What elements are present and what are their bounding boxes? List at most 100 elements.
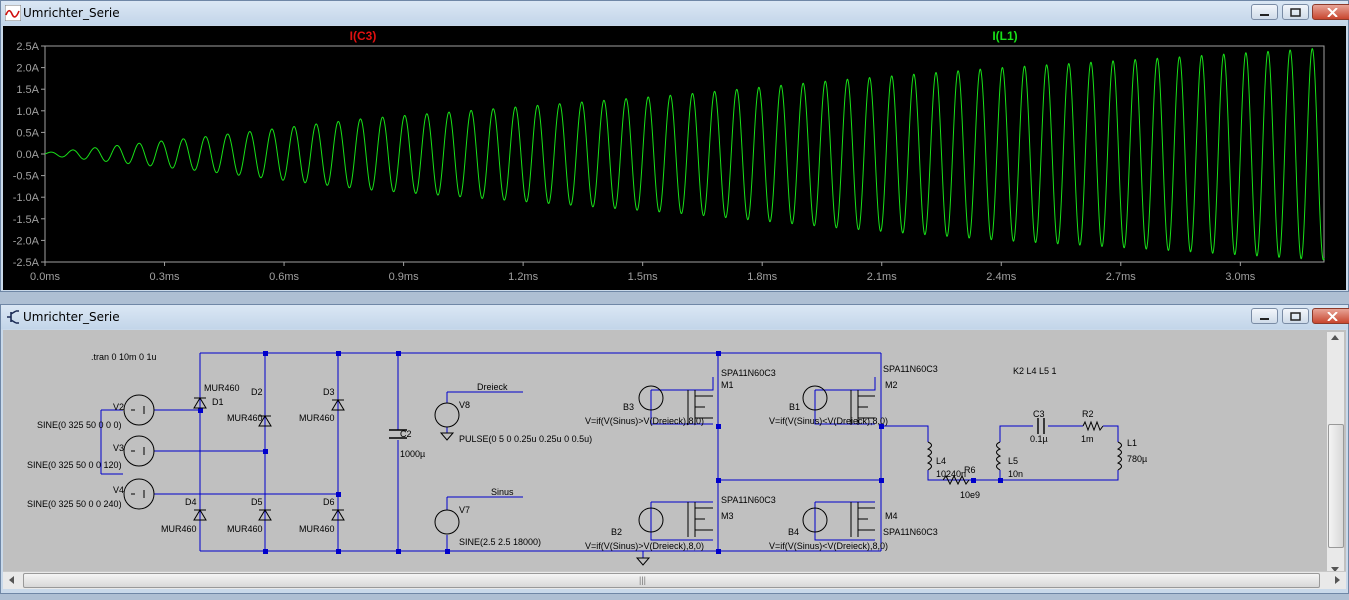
m4-model[interactable]: SPA11N60C3	[883, 527, 938, 537]
r6-label[interactable]: R6	[964, 465, 976, 475]
c3-label[interactable]: C3	[1033, 409, 1045, 419]
m4-label[interactable]: M4	[885, 511, 898, 521]
v8-label[interactable]: V8	[459, 400, 470, 410]
d6-model[interactable]: MUR460	[299, 524, 335, 534]
y-tick-label: -1.5A	[13, 214, 40, 226]
x-tick-label: 0.0ms	[30, 271, 60, 283]
m1-model[interactable]: SPA11N60C3	[721, 368, 776, 378]
restore-button[interactable]	[1282, 4, 1309, 20]
vertical-scrollbar[interactable]	[1327, 332, 1344, 575]
vertical-scroll-thumb[interactable]	[1328, 424, 1344, 548]
y-tick-label: 2.5A	[16, 41, 39, 53]
r6-value[interactable]: 10e9	[960, 490, 980, 500]
inductor-symbols	[926, 441, 1122, 471]
source-symbols	[123, 385, 828, 535]
v3-value[interactable]: SINE(0 325 50 0 0 120)	[27, 460, 122, 470]
v4-label[interactable]: V4	[113, 485, 124, 495]
schematic-canvas[interactable]: .tran 0 10m 0 1u K2 L4 L5 1 V2 SINE(0 32…	[3, 330, 1346, 575]
schematic-window: Umrichter_Serie	[0, 304, 1349, 594]
resistor-symbols	[942, 420, 1104, 486]
waveform-plot[interactable]: 2.5A2.0A1.5A1.0A0.5A0.0A-0.5A-1.0A-1.5A-…	[3, 26, 1348, 290]
m2-model[interactable]: SPA11N60C3	[883, 364, 938, 374]
y-tick-label: -1.0A	[13, 192, 40, 204]
b1-value[interactable]: V=if(V(Sinus)<V(Dreieck),8,0)	[769, 416, 888, 426]
l1-label[interactable]: L1	[1127, 438, 1137, 448]
schematic-drawing[interactable]: .tran 0 10m 0 1u K2 L4 L5 1 V2 SINE(0 32…	[3, 330, 1328, 575]
d1-label[interactable]: D1	[212, 397, 224, 407]
scroll-up-arrow[interactable]	[1331, 335, 1339, 340]
y-tick-label: 0.5A	[16, 127, 39, 139]
y-tick-label: -0.5A	[13, 171, 40, 183]
b1-label[interactable]: B1	[789, 402, 800, 412]
capacitor-symbols	[389, 418, 1045, 439]
d1-model[interactable]: MUR460	[204, 383, 240, 393]
minimize-button[interactable]	[1251, 308, 1278, 324]
horizontal-scroll-thumb[interactable]: |||	[23, 573, 1320, 588]
v2-label[interactable]: V2	[113, 402, 124, 412]
restore-button[interactable]	[1282, 308, 1309, 324]
b2-label[interactable]: B2	[611, 527, 622, 537]
d5-model[interactable]: MUR460	[227, 524, 263, 534]
minimize-icon	[1260, 318, 1269, 320]
d2-model[interactable]: MUR460	[227, 413, 263, 423]
b2-value[interactable]: V=if(V(Sinus)>V(Dreieck),8,0)	[585, 541, 704, 551]
b3-value[interactable]: V=if(V(Sinus)>V(Dreieck),8,0)	[585, 416, 704, 426]
d5-label[interactable]: D5	[251, 497, 263, 507]
ground-symbols	[439, 432, 651, 566]
close-button[interactable]	[1312, 4, 1349, 20]
m1-label[interactable]: M1	[721, 380, 734, 390]
trace-label[interactable]: I(C3)	[350, 29, 377, 43]
d4-label[interactable]: D4	[185, 497, 197, 507]
l5-label[interactable]: L5	[1008, 456, 1018, 466]
b3-label[interactable]: B3	[623, 402, 634, 412]
x-tick-label: 2.4ms	[986, 271, 1016, 283]
schematic-titlebar[interactable]: Umrichter_Serie	[1, 305, 1349, 329]
r2-label[interactable]: R2	[1082, 409, 1094, 419]
x-tick-label: 2.1ms	[867, 271, 897, 283]
v2-value[interactable]: SINE(0 325 50 0 0 0)	[37, 420, 122, 430]
c2-label[interactable]: C2	[400, 429, 412, 439]
v7-value[interactable]: SINE(2.5 2.5 18000)	[459, 537, 541, 547]
schematic-app-icon	[7, 310, 19, 324]
d2-label[interactable]: D2	[251, 387, 263, 397]
k-directive[interactable]: K2 L4 L5 1	[1013, 366, 1057, 376]
d3-model[interactable]: MUR460	[299, 413, 335, 423]
c2-value[interactable]: 1000µ	[400, 449, 425, 459]
x-tick-label: 2.7ms	[1106, 271, 1136, 283]
m2-label[interactable]: M2	[885, 380, 898, 390]
m3-model[interactable]: SPA11N60C3	[721, 495, 776, 505]
net-sinus[interactable]: Sinus	[491, 487, 514, 497]
l1-value[interactable]: 780µ	[1127, 454, 1147, 464]
v4-value[interactable]: SINE(0 325 50 0 0 240)	[27, 499, 122, 509]
minimize-button[interactable]	[1251, 4, 1278, 20]
scroll-down-arrow[interactable]	[1331, 567, 1339, 572]
trace-label[interactable]: I(L1)	[992, 29, 1017, 43]
d3-label[interactable]: D3	[323, 387, 335, 397]
horizontal-scrollbar[interactable]: |||	[3, 571, 1346, 589]
l4-label[interactable]: L4	[936, 456, 946, 466]
scroll-right-arrow[interactable]	[1335, 576, 1340, 584]
close-button[interactable]	[1312, 308, 1349, 324]
d4-model[interactable]: MUR460	[161, 524, 197, 534]
y-tick-label: 1.0A	[16, 106, 39, 118]
l4-value[interactable]: 10240n	[936, 469, 966, 479]
tran-directive[interactable]: .tran 0 10m 0 1u	[91, 352, 157, 362]
m3-label[interactable]: M3	[721, 511, 734, 521]
l5-value[interactable]: 10n	[1008, 469, 1023, 479]
b4-label[interactable]: B4	[788, 527, 799, 537]
v3-label[interactable]: V3	[113, 443, 124, 453]
v7-label[interactable]: V7	[459, 505, 470, 515]
net-dreieck[interactable]: Dreieck	[477, 382, 508, 392]
scroll-left-arrow[interactable]	[9, 576, 14, 584]
d6-label[interactable]: D6	[323, 497, 335, 507]
v8-value[interactable]: PULSE(0 5 0 0.25u 0.25u 0 0.5u)	[459, 434, 592, 444]
scroll-grip-icon: |||	[639, 575, 647, 585]
c3-value[interactable]: 0.1µ	[1030, 434, 1048, 444]
minimize-icon	[1260, 14, 1269, 16]
waveform-app-icon	[5, 5, 21, 21]
r2-value[interactable]: 1m	[1081, 434, 1094, 444]
b4-value[interactable]: V=if(V(Sinus)<V(Dreieck),8,0)	[769, 541, 888, 551]
waveform-titlebar[interactable]: Umrichter_Serie	[1, 1, 1349, 25]
x-tick-label: 0.9ms	[389, 271, 419, 283]
